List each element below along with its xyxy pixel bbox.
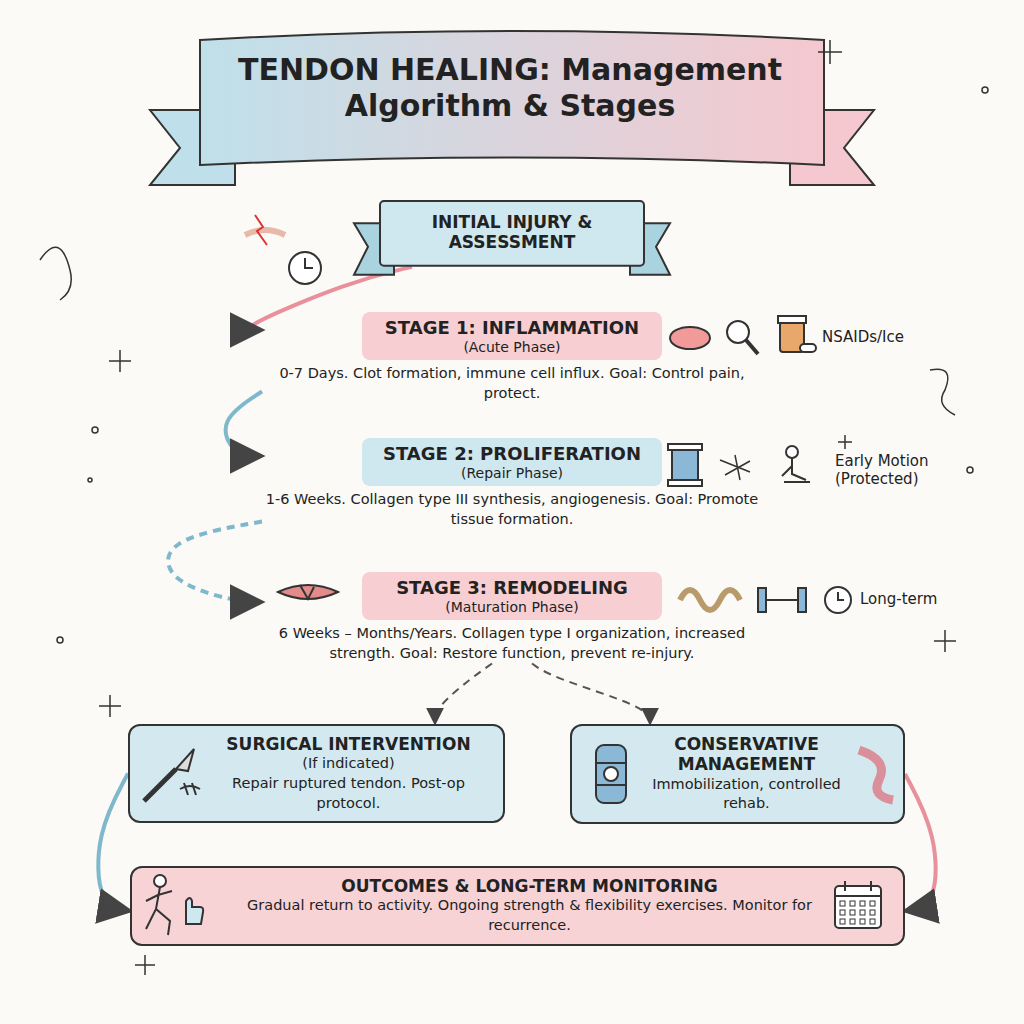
flow-arrow [98, 774, 130, 911]
process-box: CONSERVATIVE MANAGEMENTImmobilization, c… [570, 724, 905, 824]
bandage-icon [851, 744, 899, 804]
calendar-icon [829, 876, 889, 936]
stage-subtitle: (Acute Phase) [372, 339, 652, 356]
injury-icon [245, 215, 321, 284]
icon-label: Early Motion (Protected) [835, 452, 960, 488]
stage-body: 0-7 Days. Clot formation, immune cell in… [262, 364, 762, 403]
flow-arrow [905, 774, 936, 911]
stage-body: 1-6 Weeks. Collagen type III synthesis, … [262, 490, 762, 529]
start-banner: INITIAL INJURY & ASSESSMENT [372, 200, 652, 267]
diagram-title: TENDON HEALING: Management Algorithm & S… [215, 52, 805, 124]
flow-arrow [226, 392, 262, 456]
flow-arrow [168, 522, 262, 602]
stage-subtitle: (Maturation Phase) [372, 599, 652, 616]
stage-heading: STAGE 1: INFLAMMATION [372, 317, 652, 339]
box-heading: OUTCOMES & LONG-TERM MONITORING [244, 876, 815, 896]
box-text: Repair ruptured tendon. Post-op protocol… [208, 774, 489, 813]
stage-subtitle: (Repair Phase) [372, 465, 652, 482]
stage-band: STAGE 3: REMODELING(Maturation Phase) [362, 572, 662, 620]
flow-arrow [435, 664, 492, 724]
stage2-icons [668, 444, 810, 486]
stage-box: STAGE 2: PROLIFERATION(Repair Phase) 1-6 … [262, 438, 762, 530]
box-text: Gradual return to activity. Ongoing stre… [244, 896, 815, 935]
scalpel-icon [136, 739, 206, 809]
title-ribbon [150, 31, 874, 185]
sparkles [40, 40, 988, 975]
stage-heading: STAGE 3: REMODELING [372, 577, 652, 599]
box-text: (If indicated) [208, 754, 489, 774]
outcome-box: OUTCOMES & LONG-TERM MONITORINGGradual r… [130, 866, 905, 946]
process-box: SURGICAL INTERVENTION(If indicated)Repai… [128, 724, 505, 823]
flow-arrow [532, 664, 650, 724]
box-heading: SURGICAL INTERVENTION [208, 734, 489, 754]
runner-icon [138, 871, 208, 941]
stage-box: STAGE 3: REMODELING(Maturation Phase) 6 W… [262, 572, 762, 664]
stage-heading: STAGE 2: PROLIFERATION [372, 443, 652, 465]
stage-band: STAGE 1: INFLAMMATION(Acute Phase) [362, 312, 662, 360]
box-text: Immobilization, controlled rehab. [646, 775, 847, 814]
stage1-icons [670, 316, 816, 354]
stage-band: STAGE 2: PROLIFERATION(Repair Phase) [362, 438, 662, 486]
icon-label: Long-term [860, 590, 970, 608]
banner-text: INITIAL INJURY & ASSESSMENT [400, 212, 624, 253]
icon-label: NSAIDs/Ice [822, 328, 952, 346]
brace-icon [578, 739, 648, 809]
stage-box: STAGE 1: INFLAMMATION(Acute Phase) 0-7 Da… [262, 312, 762, 404]
stage-body: 6 Weeks – Months/Years. Collagen type I … [262, 624, 762, 663]
box-heading: CONSERVATIVE MANAGEMENT [646, 734, 847, 775]
